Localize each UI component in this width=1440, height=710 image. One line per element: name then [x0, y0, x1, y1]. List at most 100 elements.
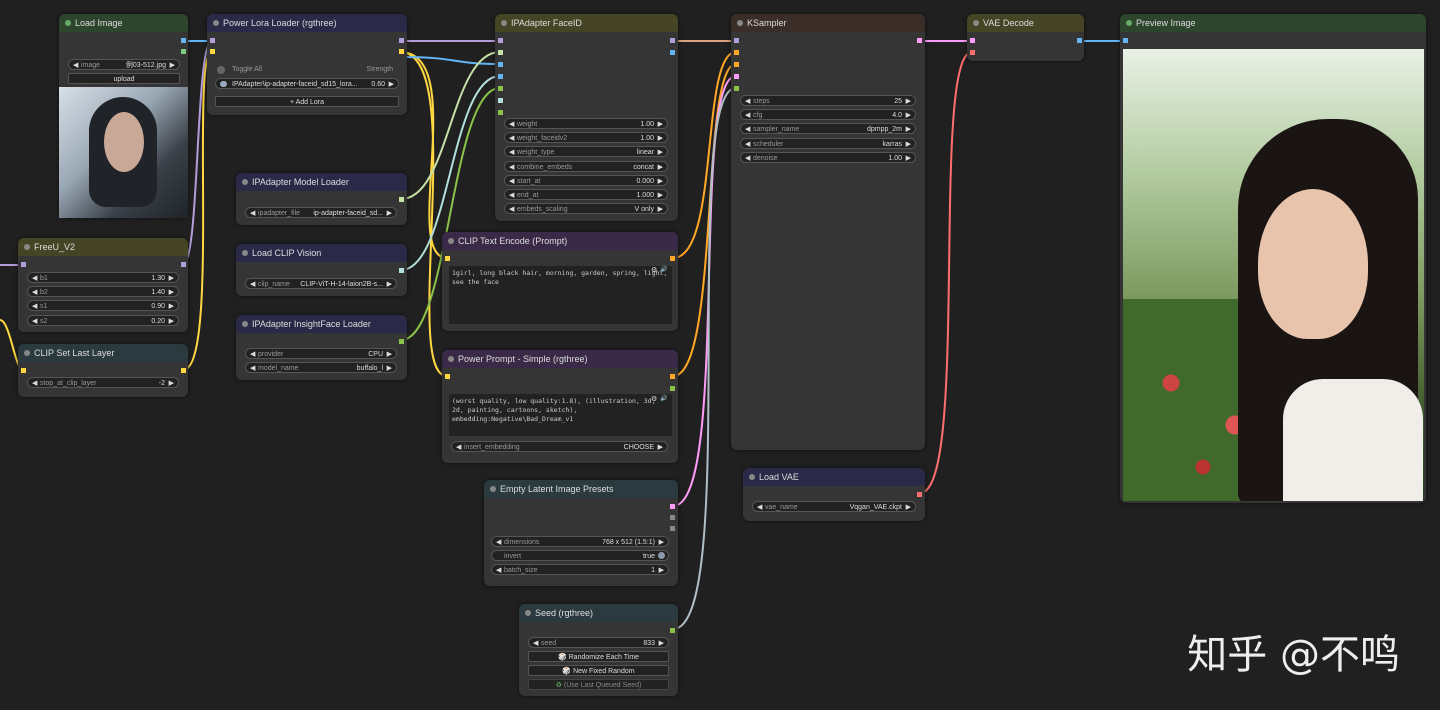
input-slot-positive[interactable]	[734, 50, 739, 55]
input-slot-clip-vision[interactable]	[498, 98, 503, 103]
node-header[interactable]: Power Prompt - Simple (rgthree)	[442, 350, 678, 368]
output-slot-model[interactable]	[670, 38, 675, 43]
input-slot-images[interactable]	[1123, 38, 1128, 43]
use-last-queued-seed-button[interactable]: ♻ (Use Last Queued Seed)	[528, 679, 669, 690]
input-slot-model[interactable]	[734, 38, 739, 43]
image-combo[interactable]: ◀ image 例03-512.jpg ▶	[68, 59, 180, 70]
input-slot-clip[interactable]	[21, 368, 26, 373]
toggle-knob[interactable]	[658, 552, 665, 560]
node-ipadapter-model-loader[interactable]: IPAdapter Model Loader ◀ ipadapter_file …	[236, 173, 407, 225]
node-header[interactable]: IPAdapter InsightFace Loader	[236, 315, 407, 333]
node-header[interactable]: Load VAE	[743, 468, 925, 486]
input-slot-samples[interactable]	[970, 38, 975, 43]
lora-row[interactable]: IPAdapter\ip-adapter-faceid_sd15_lora...…	[215, 78, 399, 89]
node-load-image[interactable]: Load Image ◀ image 例03-512.jpg ▶ upload	[59, 14, 188, 218]
upload-button[interactable]: upload	[68, 73, 180, 84]
node-header[interactable]: CLIP Set Last Layer	[18, 344, 188, 362]
node-header[interactable]: Load CLIP Vision	[236, 244, 407, 262]
output-slot-latent[interactable]	[917, 38, 922, 43]
input-slot-seed[interactable]	[734, 86, 739, 91]
new-fixed-random-button[interactable]: 🎲 New Fixed Random	[528, 665, 669, 676]
output-slot-insightface[interactable]	[399, 339, 404, 344]
output-slot-conditioning[interactable]	[670, 256, 675, 261]
input-slot-opt-clip[interactable]	[445, 374, 450, 379]
output-slot-mask[interactable]	[181, 49, 186, 54]
node-header[interactable]: Power Lora Loader (rgthree)	[207, 14, 407, 32]
speaker-icon[interactable]: 🔊	[660, 267, 668, 273]
input-slot-model[interactable]	[21, 262, 26, 267]
node-header[interactable]: CLIP Text Encode (Prompt)	[442, 232, 678, 250]
output-slot-image[interactable]	[181, 38, 186, 43]
toggle-all-switch[interactable]	[217, 66, 225, 74]
output-slot-latent[interactable]	[670, 504, 675, 509]
output-slot-vae[interactable]	[917, 492, 922, 497]
input-slot-model[interactable]	[498, 38, 503, 43]
node-header[interactable]: KSampler	[731, 14, 925, 32]
node-vae-decode[interactable]: VAE Decode	[967, 14, 1084, 61]
node-header[interactable]: IPAdapter FaceID	[495, 14, 678, 32]
input-slot-latent[interactable]	[734, 74, 739, 79]
node-header[interactable]: Preview Image	[1120, 14, 1426, 32]
output-slot-seed[interactable]	[670, 628, 675, 633]
output-slot-conditioning[interactable]	[670, 374, 675, 379]
output-slot-model[interactable]	[181, 262, 186, 267]
node-header[interactable]: FreeU_V2	[18, 238, 188, 256]
output-slot-image[interactable]	[1077, 38, 1082, 43]
input-slot-model[interactable]	[210, 38, 215, 43]
settings-icon[interactable]: ⚙	[651, 267, 658, 274]
input-slot-image-negative[interactable]	[498, 74, 503, 79]
node-header[interactable]: Seed (rgthree)	[519, 604, 678, 622]
node-seed[interactable]: Seed (rgthree) ◀ seed 833 ▶ 🎲 Randomize …	[519, 604, 678, 696]
node-clip-text-encode[interactable]: CLIP Text Encode (Prompt) 1girl, long bl…	[442, 232, 678, 331]
node-load-vae[interactable]: Load VAE ◀ vae_name Vqgan_VAE.ckpt ▶	[743, 468, 925, 521]
input-slot-ipadapter[interactable]	[498, 50, 503, 55]
output-slot-model[interactable]	[399, 38, 404, 43]
output-slot-face-image[interactable]	[670, 50, 675, 55]
node-load-clip-vision[interactable]: Load CLIP Vision ◀ clip_name CLIP-ViT-H-…	[236, 244, 407, 296]
output-slot-height[interactable]	[670, 526, 675, 531]
add-lora-button[interactable]: + Add Lora	[215, 96, 399, 107]
prompt-textarea[interactable]: 1girl, long black hair, morning, garden,…	[449, 266, 672, 324]
input-slot-image[interactable]	[498, 62, 503, 67]
input-slot-attn-mask[interactable]	[498, 86, 503, 91]
ipadapter-file-widget[interactable]: ◀ ipadapter_file ip-adapter-faceid_sd...…	[245, 207, 397, 218]
input-slot-vae[interactable]	[970, 50, 975, 55]
output-slot-clip[interactable]	[399, 49, 404, 54]
node-power-prompt-simple[interactable]: Power Prompt - Simple (rgthree) (worst q…	[442, 350, 678, 463]
randomize-each-time-button[interactable]: 🎲 Randomize Each Time	[528, 651, 669, 662]
clip-name-widget[interactable]: ◀ clip_name CLIP-ViT-H-14-laion2B-s... ▶	[245, 278, 397, 289]
node-header[interactable]: Empty Latent Image Presets	[484, 480, 678, 498]
node-header[interactable]: IPAdapter Model Loader	[236, 173, 407, 191]
seed-widget[interactable]: ◀ seed 833 ▶	[528, 637, 669, 648]
prompt-textarea[interactable]: (worst quality, low quality:1.8), (illus…	[449, 394, 672, 436]
input-slot-clip[interactable]	[445, 256, 450, 261]
vae-name-widget[interactable]: ◀ vae_name Vqgan_VAE.ckpt ▶	[752, 501, 916, 512]
node-header[interactable]: VAE Decode	[967, 14, 1084, 32]
input-slot-insightface[interactable]	[498, 110, 503, 115]
node-clip-set-last-layer[interactable]: CLIP Set Last Layer ◀ stop_at_clip_layer…	[18, 344, 188, 397]
output-slot-ipadapter[interactable]	[399, 197, 404, 202]
insert-embedding-widget[interactable]: ◀ insert_embedding CHOOSE ▶	[451, 441, 668, 452]
output-slot-width[interactable]	[670, 515, 675, 520]
output-slot-clip[interactable]	[181, 368, 186, 373]
node-header[interactable]: Load Image	[59, 14, 188, 32]
